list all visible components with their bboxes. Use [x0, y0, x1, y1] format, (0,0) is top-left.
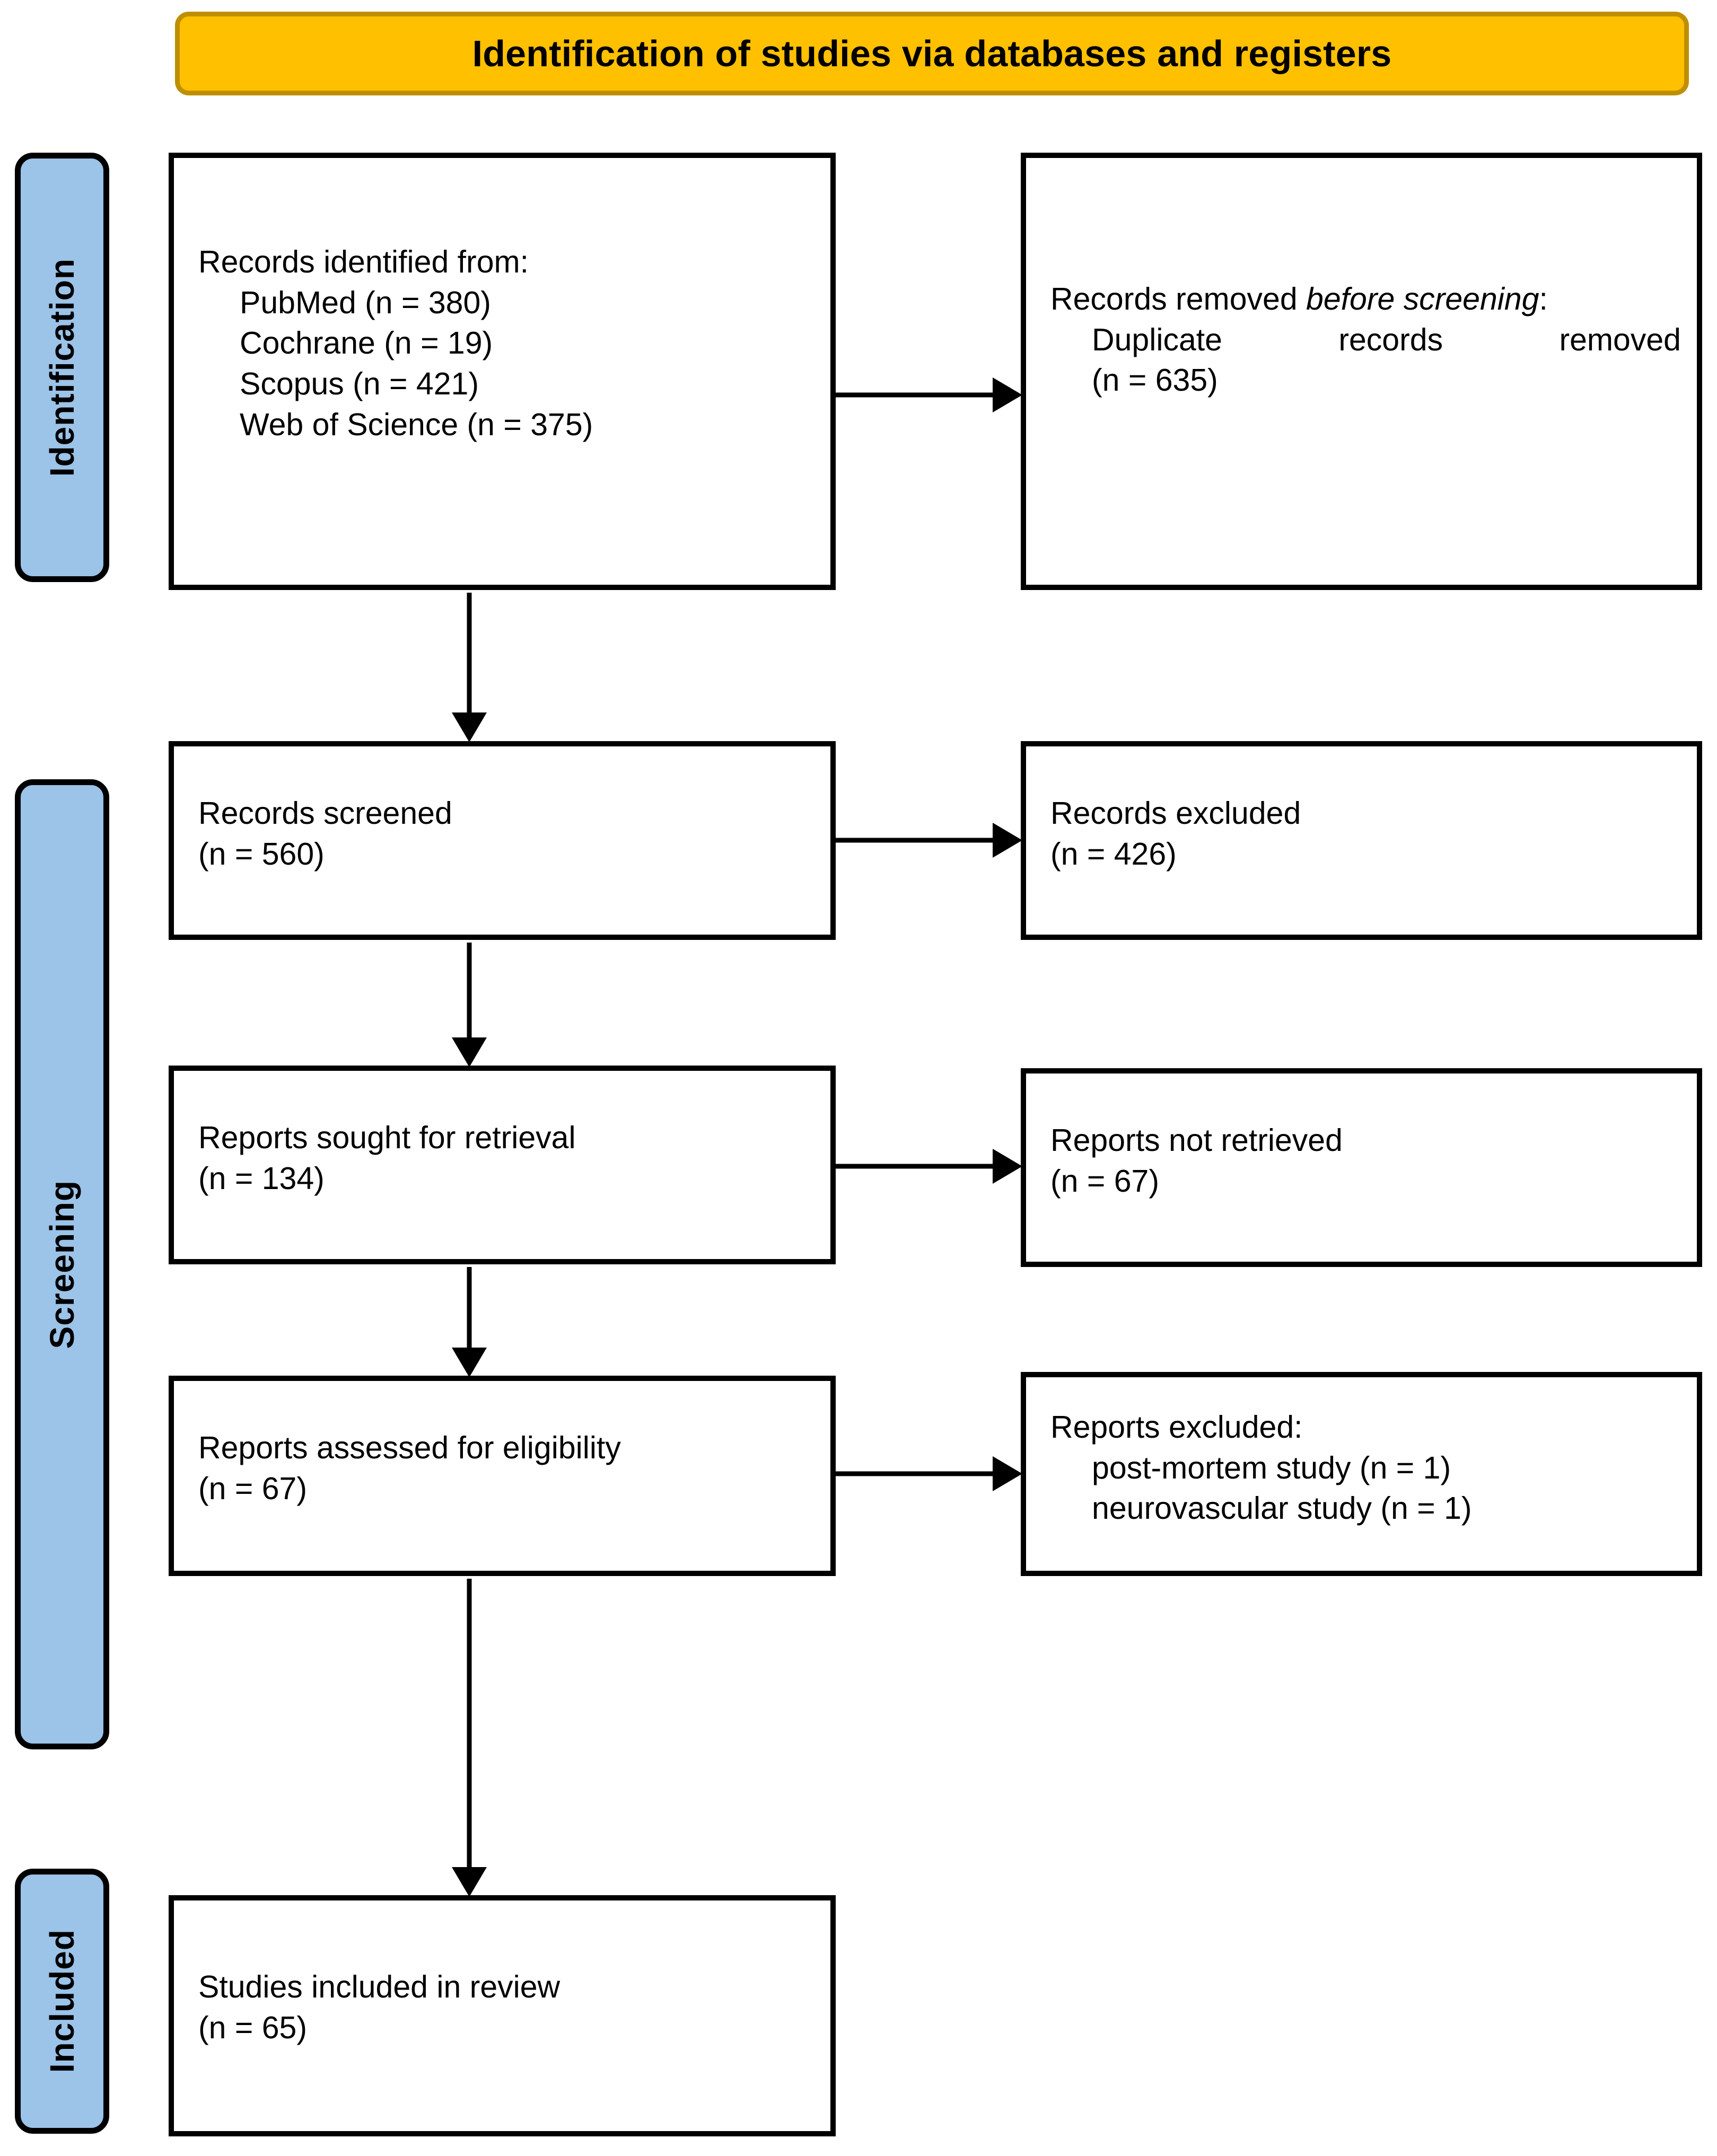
arrow-head-right-icon [993, 1149, 1022, 1184]
box-reports-not-retrieved-text: Reports not retrieved (n = 67) [1050, 1120, 1681, 1201]
stage-tab-identification: Identification [15, 153, 109, 582]
stage-tab-screening: Screening [15, 779, 109, 1749]
arrow-shaft [467, 593, 472, 712]
records-screened-count: (n = 560) [198, 836, 325, 872]
records-identified-source-scopus: Scopus (n = 421) [240, 366, 479, 402]
studies-included-count: (n = 65) [198, 2010, 307, 2045]
reports-excluded-reason-post-mortem: post-mortem study (n = 1) [1092, 1450, 1451, 1485]
arrow-sought-to-not-retrieved [836, 1148, 1022, 1185]
arrow-shaft [836, 1164, 995, 1169]
reports-not-retrieved-label: Reports not retrieved [1050, 1123, 1343, 1158]
arrow-identified-to-screened [451, 593, 488, 742]
arrow-head-down-icon [452, 1348, 487, 1377]
box-records-excluded: Records excluded (n = 426) [1021, 741, 1702, 940]
diagram-title-banner: Identification of studies via databases … [175, 12, 1689, 95]
box-reports-excluded: Reports excluded: post-mortem study (n =… [1021, 1372, 1702, 1576]
arrow-shaft [836, 392, 995, 398]
arrow-assessed-to-reports-excluded [836, 1455, 1022, 1492]
box-records-removed-before-screening: Records removed before screening: Duplic… [1021, 153, 1702, 590]
box-reports-excluded-text: Reports excluded: post-mortem study (n =… [1050, 1407, 1681, 1529]
records-removed-heading: Records removed before screening: [1050, 279, 1681, 320]
page-title: Identification of studies via databases … [472, 32, 1392, 74]
records-removed-count: (n = 635) [1092, 363, 1218, 398]
reports-assessed-count: (n = 67) [198, 1471, 307, 1506]
stage-tab-included: Included [15, 1869, 109, 2134]
reports-excluded-heading: Reports excluded: [1050, 1410, 1303, 1445]
arrow-shaft [467, 943, 472, 1037]
box-records-screened-text: Records screened (n = 560) [198, 793, 814, 874]
arrow-head-down-icon [452, 1867, 487, 1897]
arrow-screened-to-sought [451, 943, 488, 1067]
stage-tab-identification-label: Identification [43, 258, 81, 477]
reports-excluded-reason-neurovascular: neurovascular study (n = 1) [1092, 1491, 1472, 1526]
arrow-assessed-to-included [451, 1579, 488, 1897]
records-excluded-label: Records excluded [1050, 796, 1301, 831]
reports-not-retrieved-count: (n = 67) [1050, 1163, 1159, 1199]
stage-tab-included-label: Included [43, 1929, 81, 2073]
reports-assessed-label: Reports assessed for eligibility [198, 1430, 621, 1465]
records-removed-duplicate-line: Duplicate records removed [1092, 322, 1681, 357]
records-removed-heading-suffix: : [1539, 281, 1548, 316]
arrow-head-down-icon [452, 1037, 487, 1067]
box-reports-not-retrieved: Reports not retrieved (n = 67) [1021, 1068, 1702, 1267]
arrow-identified-to-removed [836, 376, 1022, 413]
box-reports-assessed-for-eligibility: Reports assessed for eligibility (n = 67… [169, 1376, 836, 1576]
arrow-head-right-icon [993, 377, 1022, 412]
box-studies-included-in-review: Studies included in review (n = 65) [169, 1895, 836, 2136]
arrow-head-right-icon [993, 823, 1022, 858]
arrow-head-right-icon [993, 1456, 1022, 1491]
records-excluded-count: (n = 426) [1050, 836, 1177, 872]
stage-tab-screening-label: Screening [43, 1180, 81, 1349]
box-records-removed-text: Records removed before screening: Duplic… [1050, 279, 1681, 401]
records-identified-heading: Records identified from: [198, 244, 529, 279]
box-reports-sought-text: Reports sought for retrieval (n = 134) [198, 1117, 814, 1199]
box-records-identified: Records identified from: PubMed (n = 380… [169, 153, 836, 590]
studies-included-label: Studies included in review [198, 1969, 560, 2004]
arrow-shaft [467, 1267, 472, 1348]
records-removed-heading-italic: before screening [1306, 281, 1539, 316]
arrow-screened-to-excluded [836, 822, 1022, 859]
records-removed-heading-plain: Records removed [1050, 281, 1307, 316]
arrow-shaft [467, 1579, 472, 1867]
arrow-shaft [836, 1471, 995, 1476]
box-records-screened: Records screened (n = 560) [169, 741, 836, 940]
box-reports-sought-for-retrieval: Reports sought for retrieval (n = 134) [169, 1066, 836, 1264]
arrow-shaft [836, 838, 995, 843]
reports-sought-count: (n = 134) [198, 1160, 325, 1196]
reports-sought-label: Reports sought for retrieval [198, 1120, 576, 1155]
arrow-sought-to-assessed [451, 1267, 488, 1377]
box-records-excluded-text: Records excluded (n = 426) [1050, 793, 1681, 874]
box-reports-assessed-text: Reports assessed for eligibility (n = 67… [198, 1428, 814, 1509]
records-identified-source-wos: Web of Science (n = 375) [240, 407, 593, 442]
records-identified-source-pubmed: PubMed (n = 380) [240, 285, 491, 320]
arrow-head-down-icon [452, 712, 487, 742]
records-screened-label: Records screened [198, 796, 452, 831]
box-studies-included-text: Studies included in review (n = 65) [198, 1967, 814, 2048]
records-identified-source-cochrane: Cochrane (n = 19) [240, 325, 493, 361]
box-records-identified-text: Records identified from: PubMed (n = 380… [198, 242, 814, 445]
